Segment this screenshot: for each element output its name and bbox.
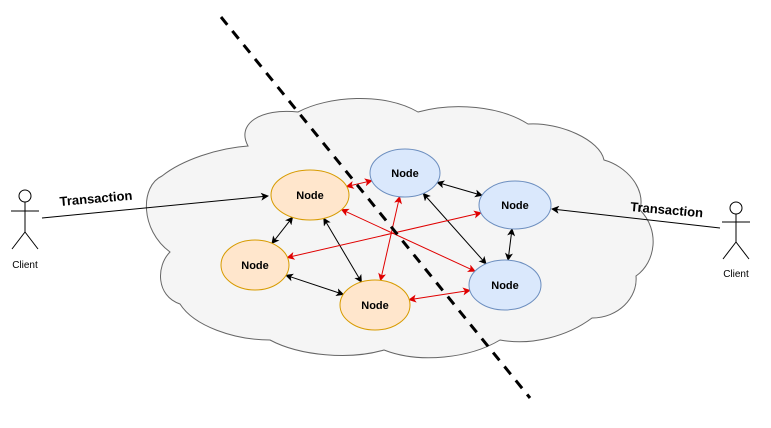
node-blue-1: Node — [369, 148, 441, 198]
node-label: Node — [501, 200, 529, 212]
node-blue-3: Node — [468, 259, 542, 311]
node-label: Node — [361, 300, 389, 312]
red-connection-n1-n4 — [345, 178, 373, 189]
transaction-arrow-left — [41, 192, 269, 219]
node-orange-3: Node — [339, 279, 411, 331]
client-right-figure — [722, 201, 750, 260]
client-label-left: Client — [12, 260, 38, 271]
red-connection-n3-n4 — [378, 195, 402, 282]
client-left-figure — [11, 189, 39, 250]
black-connection-n5-n6 — [504, 227, 516, 262]
partition-dashed-line — [219, 16, 532, 399]
red-connection-n3-n6 — [408, 287, 471, 303]
node-orange-1: Node — [270, 169, 350, 221]
node-label: Node — [491, 280, 519, 292]
node-label: Node — [391, 168, 419, 180]
client-label-right: Client — [723, 269, 749, 280]
node-orange-2: Node — [220, 239, 290, 291]
transaction-arrow-right — [551, 205, 721, 229]
node-blue-2: Node — [478, 180, 552, 230]
black-connection-n2-n3 — [285, 273, 345, 296]
transaction-label-left: Transaction — [59, 188, 133, 209]
transaction-label-right: Transaction — [630, 199, 704, 220]
node-connections — [271, 178, 516, 303]
client-head-icon — [729, 201, 743, 215]
node-label: Node — [241, 260, 269, 272]
client-head-icon — [18, 189, 32, 203]
node-label: Node — [296, 190, 324, 202]
